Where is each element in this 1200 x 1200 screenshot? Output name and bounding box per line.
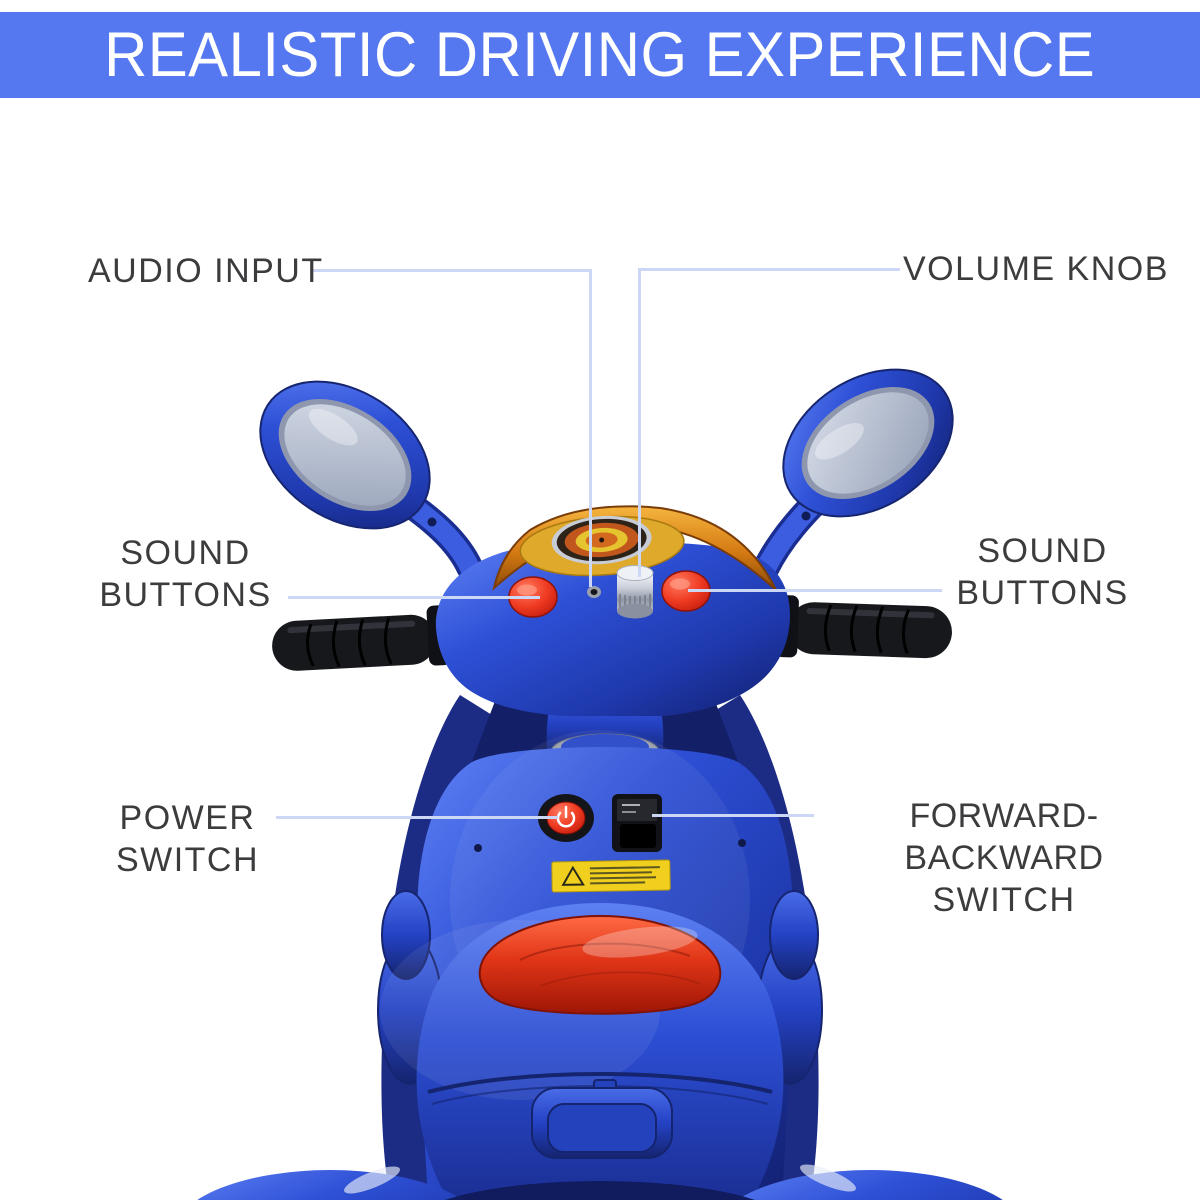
leader-line-forward-backward-switch	[652, 814, 814, 817]
callout-sound-buttons-right: SOUND BUTTONS	[935, 530, 1150, 614]
leader-line-power-switch	[276, 816, 558, 819]
callout-fwd-bwd-line2: SWITCH	[932, 881, 1076, 919]
warning-sticker	[551, 859, 671, 893]
right-handlebar-grip	[775, 595, 952, 659]
handlebar-head	[435, 505, 790, 716]
audio-input-jack	[587, 586, 601, 598]
leader-line-volume-knob-v	[638, 268, 641, 577]
callout-volume-knob: VOLUME KNOB	[903, 248, 1169, 290]
callout-sound-buttons-left: SOUND BUTTONS	[78, 532, 293, 616]
leader-line-volume-knob-h	[638, 268, 900, 271]
callout-audio-input-label: AUDIO INPUT	[88, 252, 324, 290]
leader-line-audio-input-v	[589, 269, 592, 587]
callout-fwd-bwd-line1: FORWARD-BACKWARD	[904, 797, 1104, 877]
left-handlebar-grip	[272, 605, 451, 671]
power-icon	[556, 805, 576, 828]
callout-sound-right-line2: BUTTONS	[956, 574, 1129, 612]
storage-basket	[377, 890, 823, 1200]
volume-knob	[616, 565, 654, 619]
banner-title: REALISTIC DRIVING EXPERIENCE	[104, 20, 1096, 90]
callout-volume-knob-label: VOLUME KNOB	[903, 250, 1169, 288]
basket-latch	[531, 1079, 673, 1159]
callout-sound-left-line1: SOUND	[120, 534, 251, 572]
callout-audio-input: AUDIO INPUT	[88, 250, 324, 292]
leader-line-audio-input-h	[312, 269, 592, 272]
body-screw-left	[474, 844, 482, 852]
basket-seam	[427, 1072, 773, 1094]
speedometer-dial	[519, 515, 685, 577]
leader-line-sound-buttons-right	[688, 589, 942, 592]
basket-red-lid	[478, 914, 722, 1015]
warning-triangle-icon	[561, 865, 585, 886]
right-mirror	[782, 368, 954, 518]
callout-forward-backward-switch: FORWARD-BACKWARD SWITCH	[818, 795, 1190, 921]
power-switch-button	[538, 794, 594, 842]
body-screw-right	[738, 839, 746, 847]
front-fender	[197, 1164, 1003, 1200]
callout-sound-right-line1: SOUND	[977, 532, 1108, 570]
banner: REALISTIC DRIVING EXPERIENCE	[0, 12, 1200, 98]
callout-power-switch-line1: POWER	[119, 799, 256, 837]
callout-sound-left-line2: BUTTONS	[99, 576, 272, 614]
left-mirror	[259, 380, 431, 530]
callout-power-switch-line2: SWITCH	[115, 841, 260, 879]
forward-backward-switch-toggle	[612, 794, 662, 852]
callout-power-switch: POWER SWITCH	[80, 797, 295, 881]
leader-line-sound-buttons-left	[288, 596, 540, 599]
